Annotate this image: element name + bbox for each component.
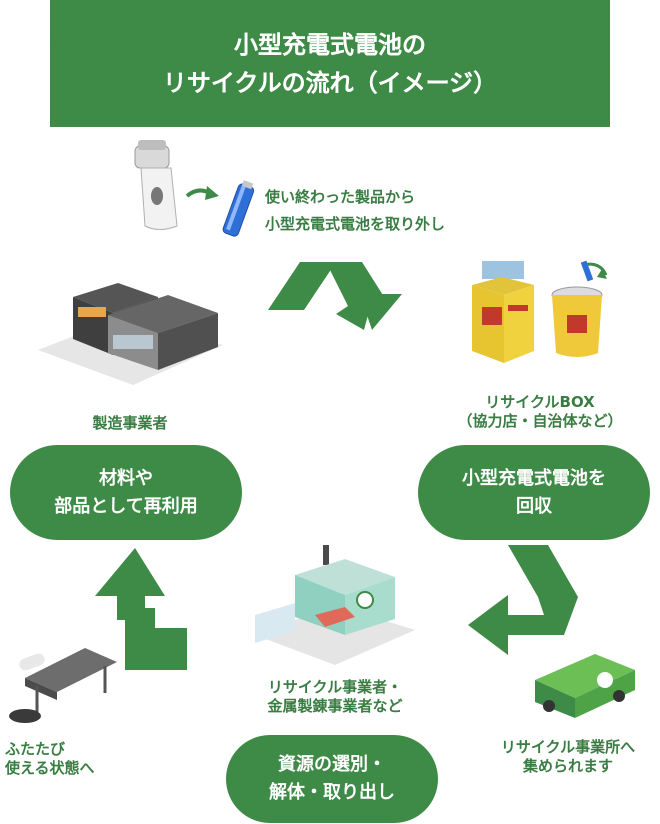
reuse-state-line-1: ふたたび [5,740,66,758]
box-line-2: （協力店・自治体など） [457,412,623,430]
title-text-1: 小型充電式電池の [234,30,426,59]
sort-line-2: 解体・取り出し [269,782,395,803]
transport-label: リサイクル事業所へ 集められます [478,738,658,776]
materials-line-1: 材料や [99,467,153,489]
truck-illustration [535,654,635,718]
reuse-state-label: ふたたび 使える状態へ [5,740,95,778]
remove-step-label: 使い終わった製品から 小型充電式電池を取り外し [265,184,445,238]
transport-line-2: 集められます [522,757,613,775]
flow-arrow-left [95,548,187,670]
sort-pill: 資源の選別・ 解体・取り出し [226,735,438,823]
materials-line-2: 部品として再利用 [54,495,198,517]
conveyor-illustration [9,648,117,723]
materials-reuse-pill: 材料や 部品として再利用 [10,445,242,540]
sort-line-1: 資源の選別・ [278,754,386,775]
reuse-state-line-2: 使える状態へ [5,759,95,777]
banner-corner-round-2 [470,0,610,127]
factory-illustration [38,283,223,385]
title-text-2: リサイクルの流れ（イメージ） [162,68,498,97]
box-step-label: リサイクルBOX （協力店・自治体など） [430,393,650,431]
arrow-to-battery [185,186,219,200]
recycler-line-2: 金属製錬事業者など [267,697,403,715]
collect-pill: 小型充電式電池を 回収 [418,445,650,540]
collect-line-2: 回収 [516,495,552,517]
battery-icon [222,180,255,237]
recycle-box-illustration [472,260,607,363]
recycling-plant-illustration [255,545,415,665]
shaver-illustration [134,140,178,230]
title-line-1: 小型充電式電池の [234,30,426,59]
title-line-2: リサイクルの流れ（イメージ） [162,68,498,97]
remove-line-2: 小型充電式電池を取り外し [265,215,446,233]
collect-line-1: 小型充電式電池を [462,467,606,489]
banner-corner-left [50,0,190,127]
remove-line-1: 使い終わった製品から [265,188,416,206]
recycler-label: リサイクル事業者・ 金属製錬事業者など [225,678,445,716]
manufacturer-label: 製造事業者 [92,414,168,432]
flow-arrow-top [268,262,402,330]
box-line-1: リサイクルBOX [485,393,595,411]
recycler-line-1: リサイクル事業者・ [267,678,403,696]
transport-line-1: リサイクル事業所へ [500,738,636,756]
title-text: 小型充電式電池の リサイクルの流れ（イメージ） [50,0,610,127]
flow-arrow-right [468,545,578,655]
